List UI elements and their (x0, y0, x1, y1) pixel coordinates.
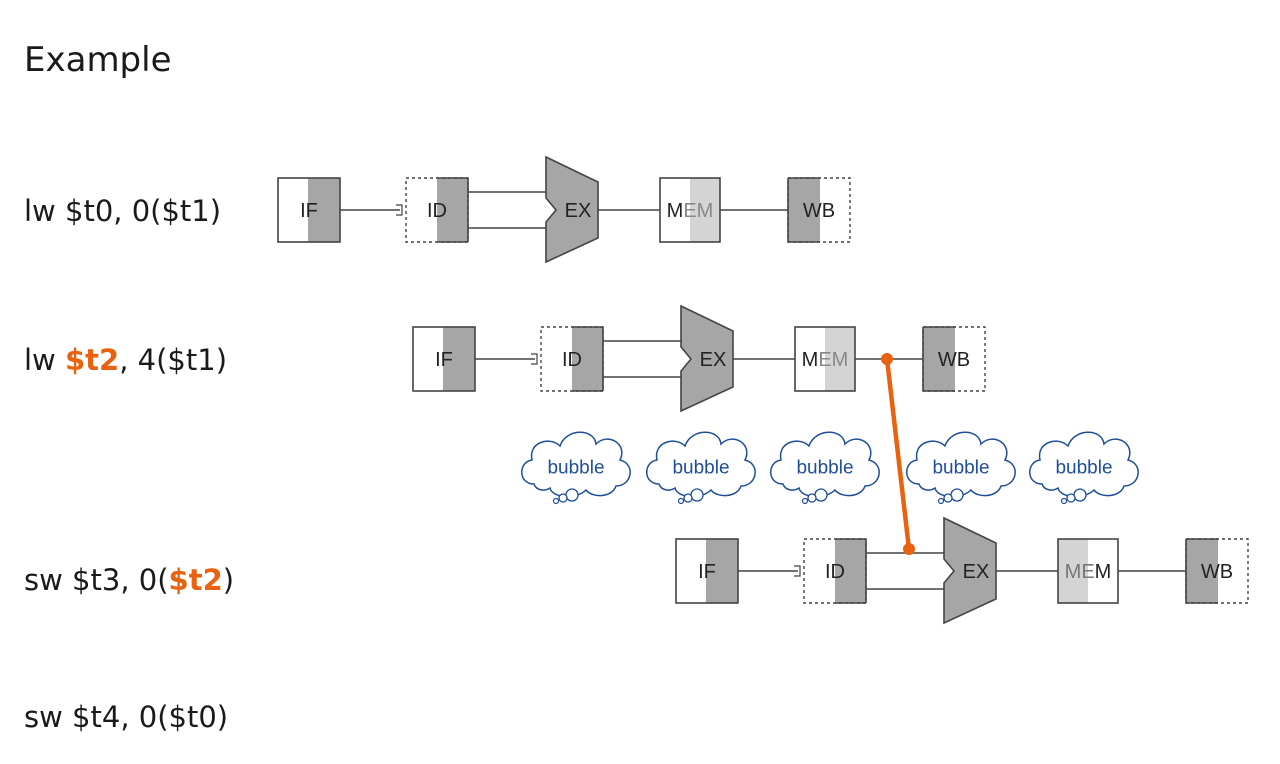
id-stage: ID (405, 177, 469, 243)
cloud-puff (801, 497, 809, 505)
bubble-label: bubble (547, 458, 604, 479)
wb-shade (923, 327, 955, 391)
forward-line (884, 356, 912, 552)
mem-label: MEM (1065, 561, 1112, 583)
mem-shade (825, 327, 855, 391)
mem-stage: MEM (659, 177, 721, 243)
wb-label: WB (1201, 561, 1233, 583)
latch-mark (531, 353, 538, 365)
mem-box (659, 177, 721, 243)
ex-label: EX (700, 349, 727, 371)
cloud-puff (937, 497, 945, 505)
mem-shade (1058, 539, 1088, 603)
bubble-label: bubble (1055, 458, 1112, 479)
ex-label: EX (565, 200, 592, 222)
mem-stage: MEM (794, 326, 856, 392)
bubble-label: bubble (672, 458, 729, 479)
cloud-puff (677, 497, 685, 505)
pipeline-row-1: IF ID EX MEM WB (277, 155, 851, 264)
pipeline-row-3: IF ID EX MEM WB (675, 516, 1249, 625)
bubble-3: bubble (770, 431, 880, 505)
wb-stage: WB (1185, 538, 1249, 604)
latch-mark (396, 204, 403, 216)
forwarding-path (881, 353, 915, 555)
register-highlight: $t2 (168, 563, 223, 597)
cloud-shape (646, 431, 756, 498)
if-label: IF (698, 561, 716, 583)
wb-label: WB (803, 200, 835, 222)
if-stage: IF (412, 326, 476, 392)
cloud-puff (814, 488, 828, 502)
wb-stage: WB (922, 326, 986, 392)
cloud-puff (558, 493, 568, 503)
cloud-puff (552, 497, 560, 505)
register-highlight: $t2 (65, 343, 120, 377)
instruction-4: sw $t4, 0($t0) (24, 700, 229, 734)
if-box (675, 538, 739, 604)
id-shade (437, 178, 468, 242)
wb-label: WB (938, 349, 970, 371)
cloud-puff (690, 488, 704, 502)
instruction-1: lw $t0, 0($t1) (24, 194, 222, 228)
if-shade (308, 178, 340, 242)
if-box (412, 326, 476, 392)
if-label: IF (435, 349, 453, 371)
ex-stage: EX (943, 516, 997, 625)
if-stage: IF (277, 177, 341, 243)
ex-label: EX (963, 561, 990, 583)
wb-shade (788, 178, 820, 242)
forward-target-dot (903, 543, 915, 555)
wb-shade (1186, 539, 1218, 603)
id-label: ID (825, 561, 845, 583)
ex-alu (545, 155, 599, 264)
wb-stage: WB (787, 177, 851, 243)
cloud-shape (1029, 431, 1139, 498)
cloud-shape (906, 431, 1016, 498)
id-shade (835, 539, 866, 603)
instruction-2: lw $t2, 4($t1) (24, 343, 228, 377)
cloud-puff (807, 493, 817, 503)
cloud-puff (1066, 493, 1076, 503)
mem-shade (690, 178, 720, 242)
bubble-label: bubble (932, 458, 989, 479)
bubble-4: bubble (906, 431, 1016, 505)
cloud-puff (565, 488, 579, 502)
cloud-shape (521, 431, 631, 498)
if-shade (706, 539, 738, 603)
ex-alu (943, 516, 997, 625)
pipeline-row-2: IF ID EX MEM WB (412, 304, 986, 413)
id-label: ID (427, 200, 447, 222)
bubble-label: bubble (796, 458, 853, 479)
bubble-5: bubble (1029, 431, 1139, 505)
if-stage: IF (675, 538, 739, 604)
mem-box (1057, 538, 1119, 604)
if-box (277, 177, 341, 243)
cloud-puff (1073, 488, 1087, 502)
id-stage: ID (803, 538, 867, 604)
id-stage: ID (540, 326, 604, 392)
mem-label: MEM (667, 200, 714, 222)
forward-source-dot (881, 353, 893, 365)
if-label: IF (300, 200, 318, 222)
cloud-puff (950, 488, 964, 502)
latch-mark (794, 565, 801, 577)
id-label: ID (562, 349, 582, 371)
mem-box (794, 326, 856, 392)
slide-title: Example (24, 40, 172, 80)
id-shade (572, 327, 603, 391)
cloud-puff (1060, 497, 1068, 505)
bubble-1: bubble (521, 431, 631, 505)
cloud-shape (770, 431, 880, 498)
instruction-3: sw $t3, 0($t2) (24, 563, 235, 597)
ex-stage: EX (545, 155, 599, 264)
cloud-puff (943, 493, 953, 503)
ex-alu (680, 304, 734, 413)
cloud-puff (683, 493, 693, 503)
ex-stage: EX (680, 304, 734, 413)
if-shade (443, 327, 475, 391)
bubble-2: bubble (646, 431, 756, 505)
mem-label: MEM (802, 349, 849, 371)
mem-stage: MEM (1057, 538, 1119, 604)
